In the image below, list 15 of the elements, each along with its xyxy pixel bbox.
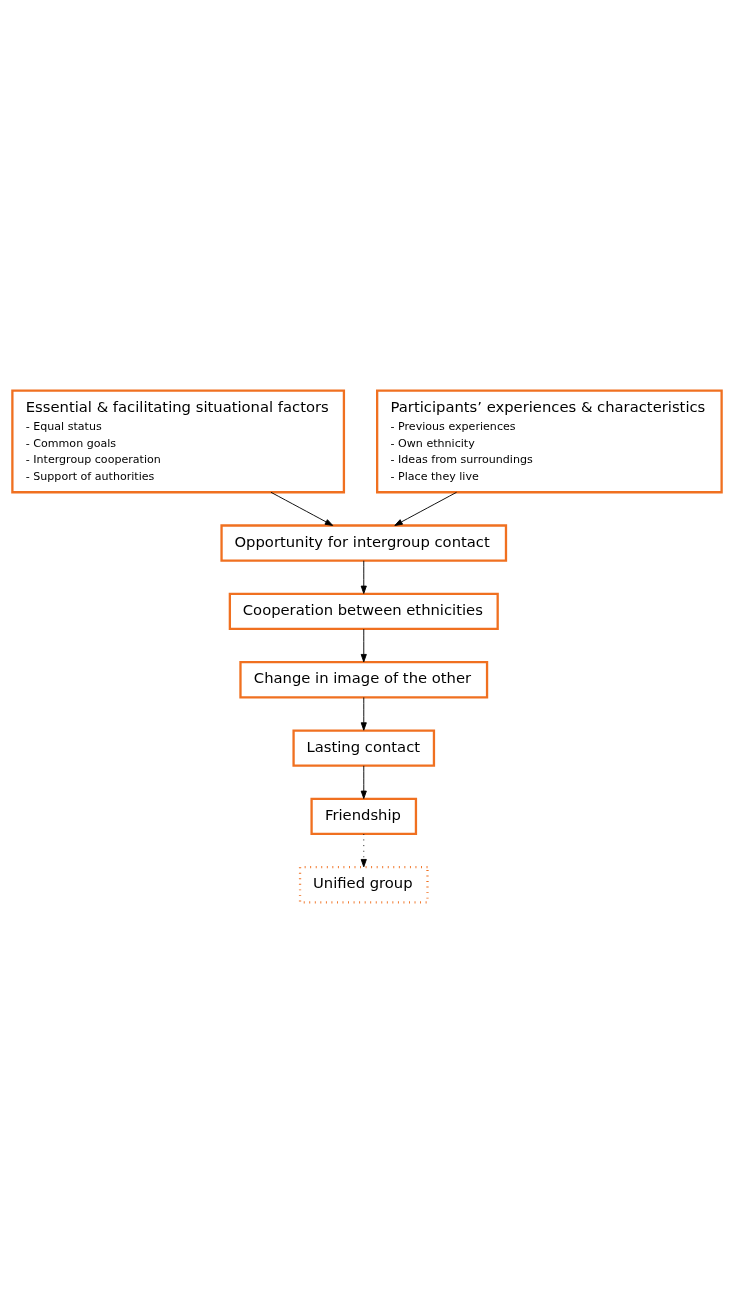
arrow [360,833,367,868]
node-box: Cooperation between ethnicities [228,592,499,631]
arrow [270,491,334,526]
arrow [394,491,458,526]
arrow [360,560,367,594]
node-box: Participants’ experiences & characteristics - Previous experiences - Own ethnicity - Ideas from surroundings - Place they live [376,389,723,494]
node-box: Unified group [298,866,429,904]
arrow [360,628,367,663]
arrow [360,765,367,799]
arrow [360,697,367,731]
node-box: Friendship [310,797,418,836]
node-box: Change in image of the other [239,661,489,699]
node-box: Opportunity for intergroup contact [220,524,508,562]
node-box: Essential & facilitating situational factors - Equal status - Common goals - Intergroup cooperation - Support of authorities [11,389,346,494]
node-box: Lasting contact [292,729,436,767]
